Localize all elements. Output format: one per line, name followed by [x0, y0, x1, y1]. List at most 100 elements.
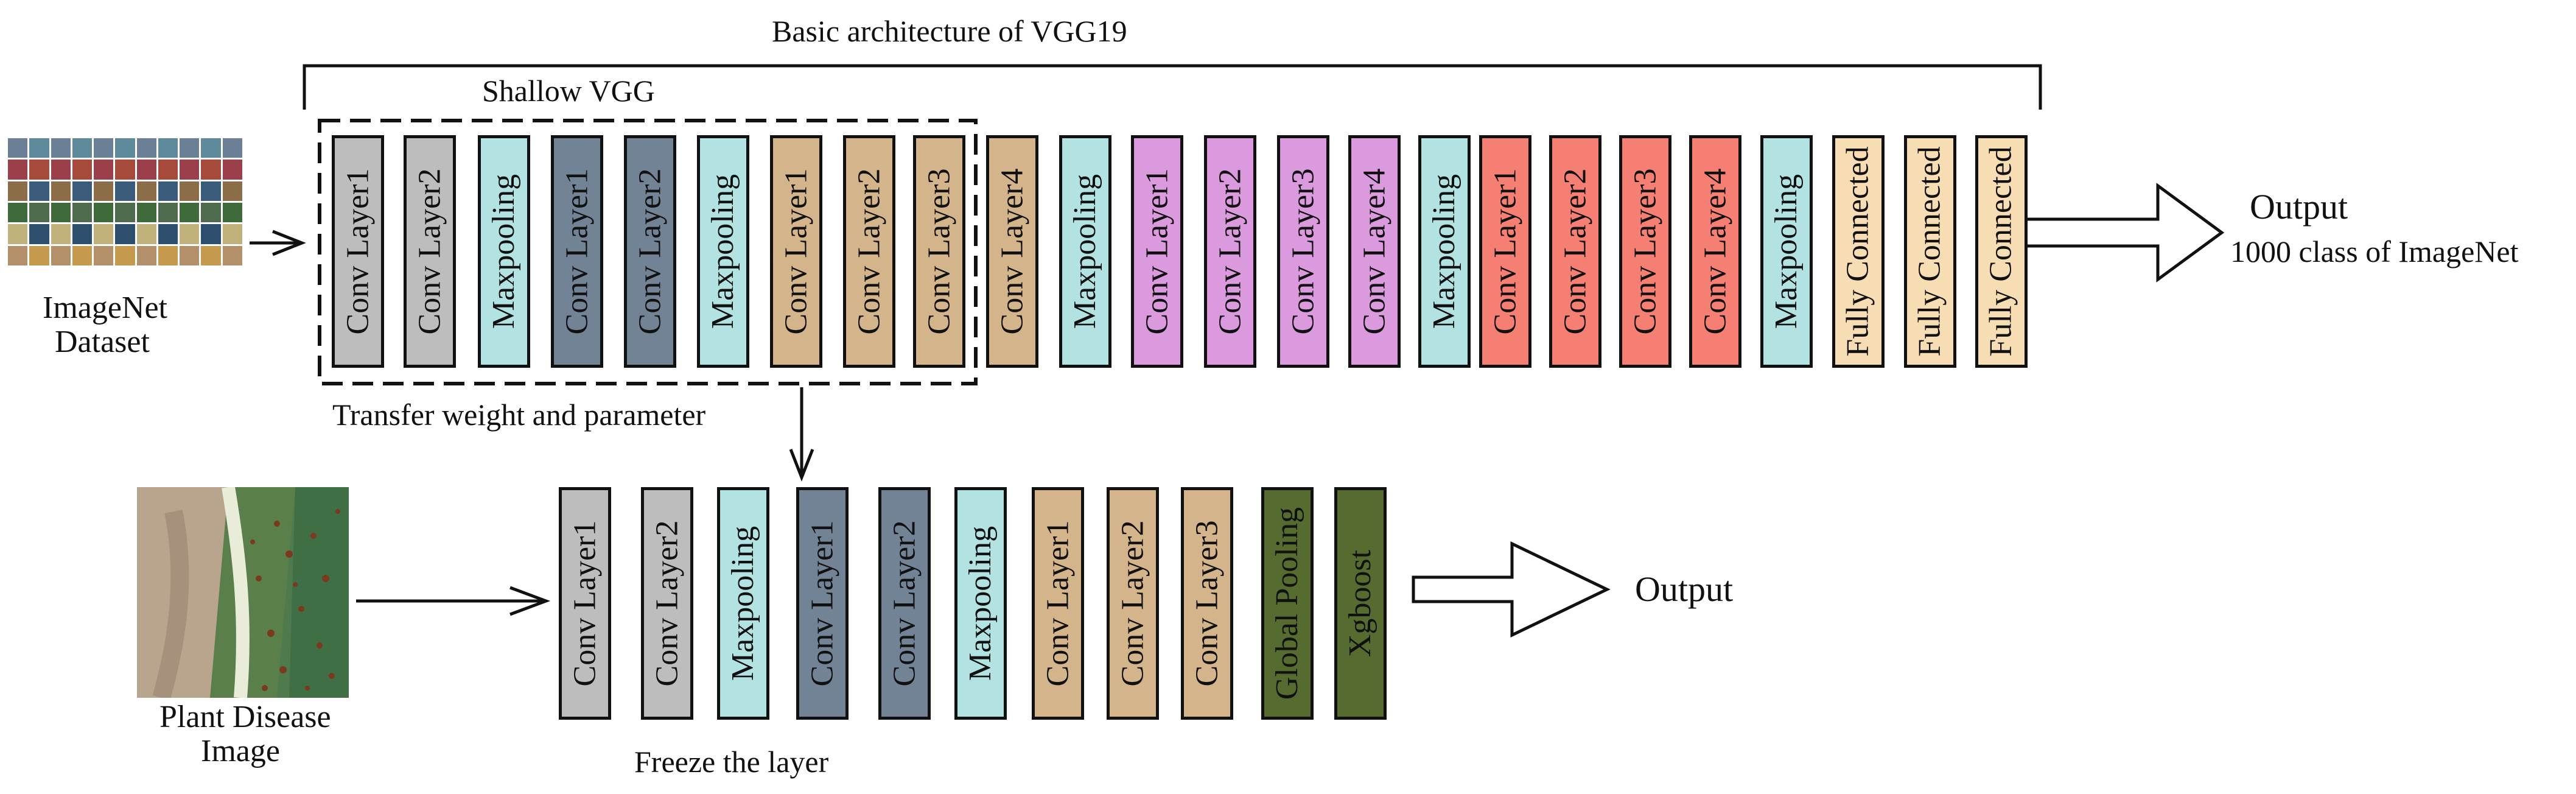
- layer-maxpooling: Maxpooling: [1760, 135, 1813, 368]
- layer-label: Maxpooling: [1427, 174, 1461, 329]
- imagenet-thumbnail: [180, 138, 200, 158]
- layer-conv-layer2: Conv Layer2: [1204, 135, 1256, 368]
- layer-label: Conv Layer3: [1286, 168, 1320, 335]
- top-output-arrow: [2022, 183, 2225, 283]
- layer-conv-layer2: Conv Layer2: [1107, 487, 1159, 720]
- imagenet-thumbnail: [29, 138, 49, 158]
- layer-label: Conv Layer3: [1628, 168, 1662, 335]
- layer-label: Conv Layer4: [1357, 168, 1391, 335]
- imagenet-thumbnail: [115, 138, 135, 158]
- imagenet-thumbnail: [136, 181, 156, 201]
- layer-xgboost: Xgboost: [1334, 487, 1387, 720]
- imagenet-thumbnail: [29, 203, 49, 223]
- layer-label: Conv Layer2: [852, 168, 886, 335]
- layer-conv-layer1: Conv Layer1: [559, 487, 611, 720]
- layer-fully-connected: Fully Connected: [1975, 135, 2028, 368]
- layer-label: Conv Layer1: [779, 168, 813, 335]
- bottom-output-arrow: [1412, 541, 1611, 638]
- layer-label: Conv Layer3: [922, 168, 956, 335]
- imagenet-thumbnail: [136, 203, 156, 223]
- imagenet-thumbnail: [115, 203, 135, 223]
- imagenet-thumbnail: [158, 160, 178, 180]
- imagenet-thumbnail: [115, 160, 135, 180]
- imagenet-thumbnail: [180, 160, 200, 180]
- imagenet-thumbnail: [201, 224, 221, 244]
- transfer-label: Transfer weight and parameter: [332, 398, 706, 432]
- imagenet-thumbnail: [222, 181, 242, 201]
- imagenet-thumbnail: [8, 203, 28, 223]
- layer-label: Conv Layer1: [567, 520, 602, 687]
- imagenet-thumbnail: [180, 181, 200, 201]
- bottom-input-arrow: [356, 586, 551, 616]
- layer-maxpooling: Maxpooling: [717, 487, 769, 720]
- shallow-vgg-dashed-box: [318, 119, 978, 385]
- layer-maxpooling: Maxpooling: [478, 135, 530, 368]
- layer-fully-connected: Fully Connected: [1904, 135, 1956, 368]
- layer-conv-layer4: Conv Layer4: [1348, 135, 1401, 368]
- layer-conv-layer1: Conv Layer1: [796, 487, 849, 720]
- imagenet-thumbnail: [72, 245, 93, 265]
- layer-label: Maxpooling: [1769, 174, 1804, 329]
- imagenet-thumbnail: [136, 245, 156, 265]
- imagenet-thumbnail: [51, 224, 71, 244]
- imagenet-thumbnail: [222, 224, 242, 244]
- imagenet-thumbnail: [8, 181, 28, 201]
- layer-label: Global Pooling: [1270, 507, 1304, 700]
- imagenet-thumbnail: [29, 245, 49, 265]
- layer-label: Maxpooling: [726, 525, 760, 681]
- imagenet-thumbnail: [180, 224, 200, 244]
- imagenet-thumbnail: [115, 224, 135, 244]
- vgg19-bracket: [303, 64, 2042, 110]
- layer-label: Conv Layer4: [995, 168, 1029, 335]
- imagenet-thumbnail: [222, 160, 242, 180]
- layer-conv-layer3: Conv Layer3: [1619, 135, 1671, 368]
- layer-label: Fully Connected: [1841, 146, 1875, 357]
- freeze-label: Freeze the layer: [634, 745, 829, 779]
- imagenet-thumbnail: [72, 203, 93, 223]
- layer-label: Fully Connected: [1913, 146, 1947, 357]
- top-output-sublabel: 1000 class of ImageNet: [2230, 234, 2519, 269]
- imagenet-thumbnail: [201, 245, 221, 265]
- imagenet-thumbnail: [158, 181, 178, 201]
- imagenet-thumbnail: [136, 224, 156, 244]
- imagenet-thumbnail: [51, 203, 71, 223]
- imagenet-thumbnail: [94, 160, 114, 180]
- layer-conv-layer4: Conv Layer4: [1689, 135, 1741, 368]
- imagenet-thumbnail: [201, 181, 221, 201]
- imagenet-thumbnail: [72, 181, 93, 201]
- imagenet-thumbnail: [51, 181, 71, 201]
- imagenet-thumbnail: [136, 138, 156, 158]
- layer-conv-layer1: Conv Layer1: [1032, 487, 1084, 720]
- imagenet-thumbnail: [72, 138, 93, 158]
- layer-conv-layer2: Conv Layer2: [878, 487, 931, 720]
- layer-label: Maxpooling: [1068, 174, 1102, 329]
- top-output-label: Output: [2250, 187, 2348, 227]
- layer-maxpooling: Maxpooling: [697, 135, 749, 368]
- imagenet-thumbnail: [201, 138, 221, 158]
- imagenet-thumbnail: [29, 160, 49, 180]
- layer-maxpooling: Maxpooling: [1418, 135, 1471, 368]
- imagenet-thumbnail: [8, 160, 28, 180]
- imagenet-thumbnail: [8, 224, 28, 244]
- imagenet-thumbnail: [158, 138, 178, 158]
- imagenet-thumbnail: [115, 245, 135, 265]
- layer-conv-layer1: Conv Layer1: [1131, 135, 1183, 368]
- layer-label: Conv Layer4: [1698, 168, 1732, 335]
- plant-caption-line2: Image: [201, 734, 280, 768]
- top-input-arrow: [250, 230, 306, 256]
- layer-conv-layer2: Conv Layer2: [624, 135, 676, 368]
- imagenet-caption-line2: Dataset: [55, 325, 150, 359]
- layer-label: Conv Layer2: [412, 168, 447, 335]
- layer-label: Conv Layer1: [1040, 520, 1075, 687]
- imagenet-caption-line1: ImageNet: [43, 290, 168, 325]
- layer-label: Fully Connected: [1984, 146, 2018, 357]
- imagenet-thumbnail: [158, 224, 178, 244]
- imagenet-thumbnail: [222, 203, 242, 223]
- imagenet-thumbnail: [158, 245, 178, 265]
- imagenet-thumbnail: [8, 138, 28, 158]
- layer-label: Conv Layer2: [887, 520, 922, 687]
- layer-label: Conv Layer2: [632, 168, 667, 335]
- layer-global-pooling: Global Pooling: [1261, 487, 1314, 720]
